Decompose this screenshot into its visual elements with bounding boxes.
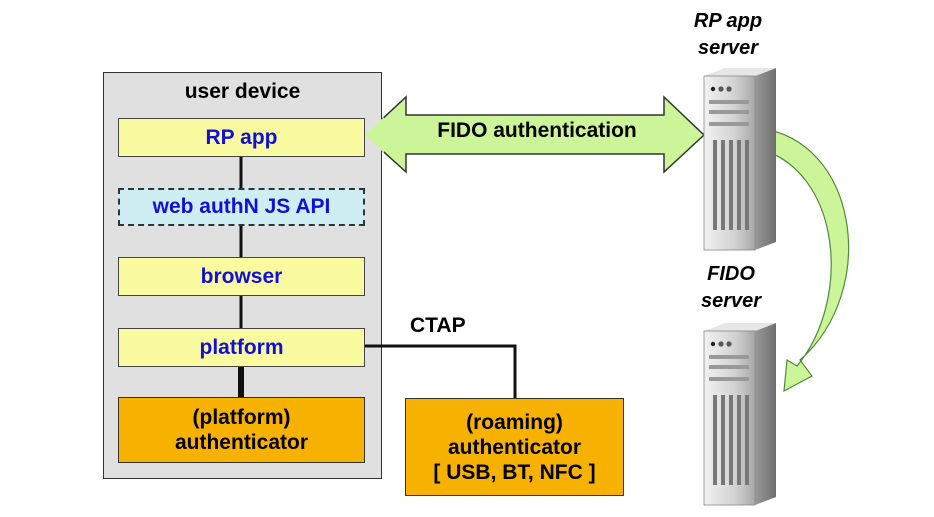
fido-authentication-label: FIDO authentication <box>437 119 637 142</box>
rp-app-server-label-line2: server <box>697 37 759 59</box>
platform-authenticator-box: (platform) authenticator <box>118 397 365 463</box>
ctap-connector <box>365 344 517 398</box>
browser-layer: browser <box>118 257 365 296</box>
platform-authenticator-line1: (platform) <box>192 406 291 429</box>
platform-label: platform <box>199 335 284 359</box>
roaming-authenticator-box: (roaming) authenticator [ USB, BT, NFC ] <box>405 398 624 496</box>
fido-server-label-line2: server <box>700 290 762 312</box>
roaming-authenticator-line1: (roaming) <box>466 410 563 434</box>
ctap-label: CTAP <box>410 314 466 337</box>
roaming-authenticator-line3: [ USB, BT, NFC ] <box>433 460 596 484</box>
platform-authenticator-line2: authenticator <box>174 431 308 454</box>
rp-app-server-label-line1: RP app <box>693 10 763 32</box>
browser-label: browser <box>200 264 283 288</box>
user-device-title: user device <box>184 80 301 103</box>
platform-layer: platform <box>118 328 365 367</box>
fido-server-icon <box>703 323 776 506</box>
rp-app-label: RP app <box>205 125 278 149</box>
rp-app-server-label: RP app server <box>686 8 770 62</box>
roaming-authenticator-line2: authenticator <box>447 435 581 459</box>
webauthn-api-label: web authN JS API <box>152 195 331 218</box>
fido-server-label-line1: FIDO <box>707 263 755 285</box>
server-link-arrow <box>756 127 850 393</box>
rp-app-server-icon <box>703 68 776 251</box>
webauthn-api-layer: web authN JS API <box>118 188 365 226</box>
fido-arrow-head-left <box>365 117 384 153</box>
rp-app-layer: RP app <box>118 118 365 157</box>
fido-server-label: FIDO server <box>690 261 772 315</box>
